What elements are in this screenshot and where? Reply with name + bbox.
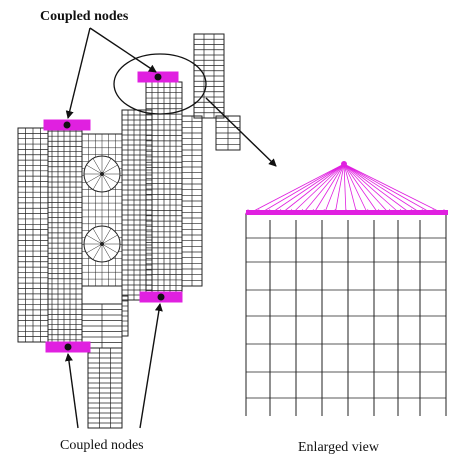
coupled-nodes-bottom-right [139, 291, 183, 303]
outer-strip-left [17, 127, 49, 343]
ellipse-highlight [113, 53, 207, 115]
coupled-nodes-top-left [43, 119, 91, 131]
arrow-icon [64, 353, 79, 429]
coupled-nodes-top-right [137, 71, 179, 83]
arrow-icon [65, 27, 91, 119]
enlarged-view-label: Enlarged view [298, 440, 379, 455]
coupling-group [43, 71, 448, 353]
annotation-group [64, 27, 277, 429]
right-outer-column-mesh [145, 81, 183, 297]
coupled-nodes-label-top: Coupled nodes [40, 9, 129, 24]
right-side-strip [181, 115, 203, 287]
bottom-block-left [81, 303, 123, 349]
coupled-nodes-label-bottom: Coupled nodes [60, 438, 144, 453]
bottom-block-lower [87, 347, 123, 429]
top-strip-lower [215, 115, 241, 151]
enlarged-view-mesh [245, 213, 447, 416]
left-column-mesh [47, 125, 83, 351]
arrow-icon [139, 303, 163, 429]
coupled-nodes-bottom-left [45, 341, 91, 353]
mesh-group [17, 33, 447, 429]
top-strip-upper [193, 33, 225, 119]
enlarged-coupling-fan [245, 161, 448, 215]
arrow-icon [205, 97, 277, 167]
bottom-block-thin [121, 295, 129, 337]
central-block-mesh [81, 133, 123, 287]
arrow-icon [89, 27, 157, 73]
